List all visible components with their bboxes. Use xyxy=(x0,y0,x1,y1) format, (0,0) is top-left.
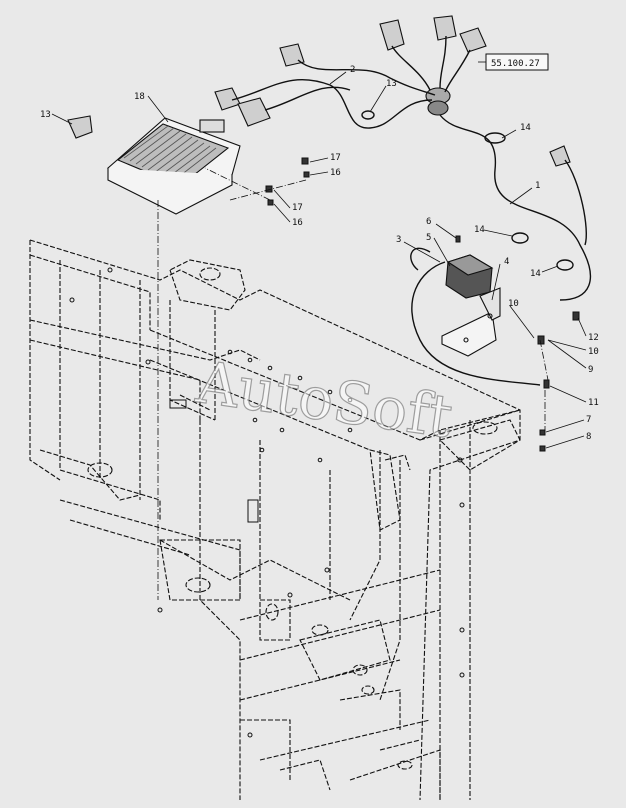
callout-11: 11 xyxy=(588,398,599,408)
watermark: AutoSoft xyxy=(192,348,457,451)
callout-leaders xyxy=(51,71,587,449)
callout-12: 12 xyxy=(588,333,599,343)
callout-13: 13 xyxy=(386,79,397,89)
callout-14-mid: 14 xyxy=(474,225,485,235)
callout-18: 18 xyxy=(134,92,145,102)
leader-lines xyxy=(157,167,549,600)
callout-8: 8 xyxy=(586,432,591,442)
callout-16-bottom: 16 xyxy=(292,218,303,228)
callout-7: 7 xyxy=(586,415,591,425)
callout-numbers: 18 13 2 13 14 1 17 16 17 16 14 14 6 5 3 … xyxy=(40,65,599,442)
callout-10-right: 10 xyxy=(588,347,599,357)
wire-harness xyxy=(231,35,591,386)
reference-label[interactable]: 55.100.27 xyxy=(491,59,540,69)
fasteners xyxy=(265,157,580,452)
callout-3: 3 xyxy=(396,235,401,245)
callout-4: 4 xyxy=(504,257,509,267)
callout-10-left: 10 xyxy=(508,299,519,309)
chassis-frame xyxy=(29,239,521,801)
relay-and-bracket xyxy=(441,254,501,357)
callout-14-right: 14 xyxy=(530,269,541,279)
reference-box-group[interactable]: 55.100.27 xyxy=(478,53,549,71)
frame-holes xyxy=(69,267,465,738)
callout-6: 6 xyxy=(426,217,431,227)
callout-5: 5 xyxy=(426,233,431,243)
callout-17-bottom: 17 xyxy=(292,203,303,213)
callout-16-top: 16 xyxy=(330,168,341,178)
callout-2: 2 xyxy=(350,65,355,75)
callout-1: 1 xyxy=(535,181,540,191)
callout-9: 9 xyxy=(588,365,593,375)
callout-14-top: 14 xyxy=(520,123,531,133)
controller-box xyxy=(107,117,241,215)
callout-15: 13 xyxy=(40,110,51,120)
grommets xyxy=(361,110,574,271)
callout-17-top: 17 xyxy=(330,153,341,163)
